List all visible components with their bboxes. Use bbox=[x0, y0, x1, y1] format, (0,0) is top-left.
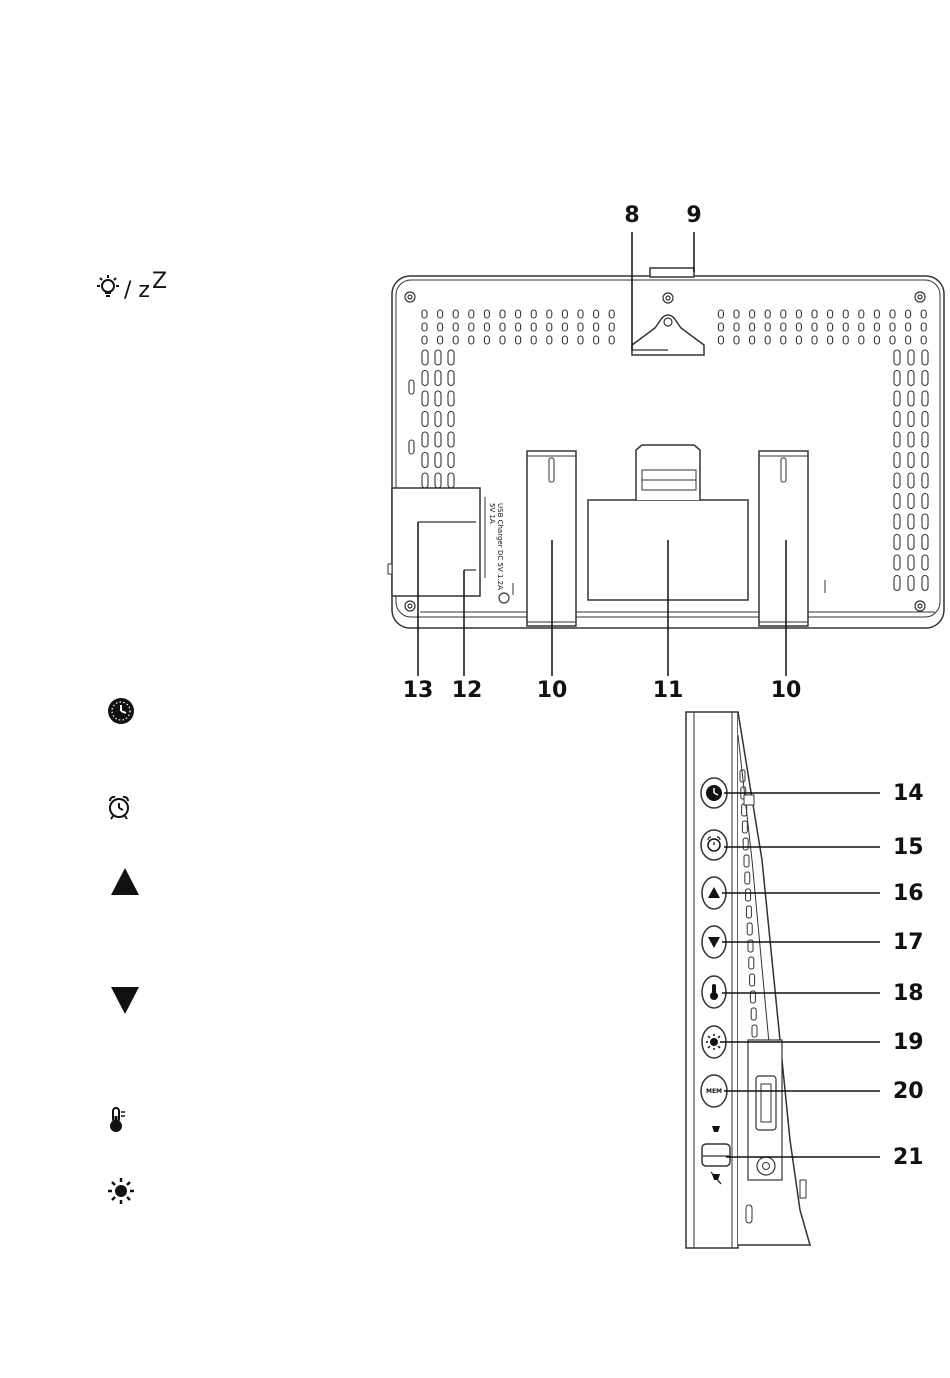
port-label-usb: USB Charger bbox=[496, 503, 504, 548]
button-temperature[interactable] bbox=[702, 976, 726, 1008]
callout-18: 18 bbox=[893, 981, 924, 1006]
top-button bbox=[650, 268, 694, 277]
port-label-dc: DC 5V 1.2A bbox=[496, 550, 504, 590]
icon-column: / z Z bbox=[97, 269, 167, 1204]
brightness-icon bbox=[108, 1178, 134, 1204]
rear-view bbox=[388, 268, 944, 628]
callout-21: 21 bbox=[893, 1145, 924, 1170]
callout-16: 16 bbox=[893, 881, 924, 906]
callout-17: 17 bbox=[893, 930, 924, 955]
callout-9: 9 bbox=[686, 203, 701, 228]
clock-icon bbox=[108, 698, 134, 724]
callout-13: 13 bbox=[403, 678, 434, 703]
button-alarm[interactable] bbox=[701, 830, 727, 860]
up-triangle-icon bbox=[111, 868, 139, 895]
snooze-superscript: Z bbox=[152, 269, 167, 294]
callout-14: 14 bbox=[893, 781, 924, 806]
port-panel bbox=[392, 488, 480, 596]
down-triangle-icon bbox=[111, 987, 139, 1014]
port-label-5v: 5V 1A bbox=[488, 503, 496, 524]
callout-10-left: 10 bbox=[537, 678, 568, 703]
callout-20: 20 bbox=[893, 1079, 924, 1104]
button-mem[interactable]: MEM bbox=[701, 1075, 727, 1107]
stand-right bbox=[759, 451, 808, 626]
callout-11: 11 bbox=[653, 678, 684, 703]
mem-label: MEM bbox=[706, 1088, 722, 1095]
thermometer-icon bbox=[110, 1108, 125, 1132]
callout-15: 15 bbox=[893, 835, 924, 860]
callout-12: 12 bbox=[452, 678, 483, 703]
callout-8: 8 bbox=[624, 203, 639, 228]
button-clock[interactable] bbox=[701, 778, 727, 808]
callout-10-right: 10 bbox=[771, 678, 802, 703]
callout-19: 19 bbox=[893, 1030, 924, 1055]
snooze-label: / z bbox=[124, 278, 150, 303]
alarm-icon bbox=[110, 797, 128, 819]
light-icon bbox=[97, 275, 119, 296]
